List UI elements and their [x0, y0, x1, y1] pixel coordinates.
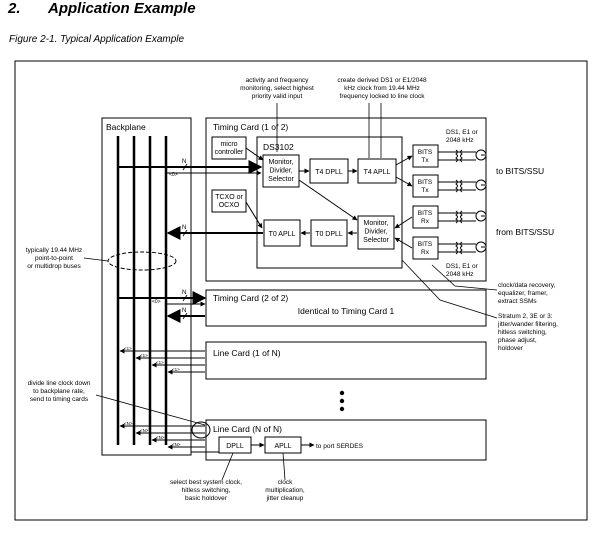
lcn-tag-2: <N>: [140, 428, 149, 433]
bits-rx-1-box: [412, 205, 439, 229]
t0-dpll-box: [310, 219, 348, 247]
section-number: 2.: [8, 0, 21, 17]
line-card-n-bus-arrows: [119, 423, 205, 450]
timing-card-1-box: [205, 117, 487, 282]
line-card-n-box: [205, 419, 487, 461]
timing-card-1-title: Timing Card (1 of 2): [213, 122, 288, 132]
bits-tx-1-box: [412, 144, 439, 168]
section-title: Application Example: [48, 0, 196, 17]
timing-card-1-bus-arrows: [118, 160, 263, 240]
backplane-buses: [116, 136, 168, 445]
backplane-label: Backplane: [106, 122, 146, 132]
interface-1: [438, 149, 487, 163]
signal-rx0-2: <0>: [152, 299, 161, 305]
monitor-bottom-label: Monitor,Divider,Selector: [363, 220, 389, 244]
t0-dpll-label: T0 DPLL: [315, 231, 343, 238]
ds3102-label: DS3102: [263, 142, 294, 152]
t4-apll-label: T4 APLL: [364, 169, 391, 176]
lcn-tag-1: <N>: [124, 421, 133, 426]
signal-n-2: N: [182, 225, 186, 231]
interface-2: [438, 179, 487, 193]
timing-card-2-body: Identical to Timing Card 1: [298, 306, 395, 316]
line-card-1-bus-arrows: [119, 348, 205, 375]
figure-border: [14, 60, 588, 521]
line-card-n-to-serdes: to port SERDES: [316, 443, 364, 450]
signal-slash-2: [182, 229, 188, 237]
leader-lines: [83, 103, 498, 481]
interface-3: [438, 210, 487, 224]
interface-4: [438, 241, 487, 255]
from-bits-ssu-label: from BITS/SSU: [496, 227, 554, 237]
ds3102-box: [256, 136, 403, 269]
timing-card-1-connections: [245, 147, 413, 249]
lc1-tag-3: <1>: [156, 360, 164, 365]
lc1-tag-4: <1>: [172, 367, 180, 372]
t4-apll-box: [357, 158, 397, 184]
signal-slash-3: [182, 294, 188, 302]
lc1-tag-1: <1>: [124, 346, 132, 351]
line-card-n-apll-label: APLL: [274, 443, 291, 450]
lcn-tag-3: <N>: [156, 435, 165, 440]
signal-n-4: N: [182, 308, 186, 314]
figure-caption: Figure 2-1. Typical Application Example: [9, 34, 185, 45]
tcxo-box: [211, 189, 247, 213]
annotation-select-best: select best system clock,hitless switchi…: [170, 479, 242, 502]
to-bits-ssu-label: to BITS/SSU: [496, 166, 544, 176]
line-card-n-title: Line Card (N of N): [213, 424, 282, 434]
t0-apll-box: [263, 219, 301, 247]
annotation-stratum: Stratum 2, 3E or 3:jitter/wander filteri…: [497, 313, 558, 352]
bits-rx-2-box: [412, 236, 439, 260]
timing-card-2-box: [205, 289, 487, 327]
signal-slash-4: [182, 312, 188, 320]
signal-slash-1: [182, 163, 188, 171]
timing-card-2-title: Timing Card (2 of 2): [213, 293, 288, 303]
line-interfaces: [438, 149, 487, 255]
bits-tx-2-box: [412, 174, 439, 198]
signal-n-1: N: [182, 159, 186, 165]
section-heading: 2. Application Example: [8, 0, 196, 17]
signal-rx0-1: <0>: [169, 172, 178, 178]
lcn-tag-4: <N>: [172, 442, 181, 447]
line-card-1-title: Line Card (1 of N): [213, 348, 281, 358]
t4-dpll-label: T4 DPLL: [315, 169, 343, 176]
t0-apll-label: T0 APLL: [269, 231, 296, 238]
monitor-top-label: Monitor,Divider,Selector: [268, 159, 294, 183]
line-card-n-dpll-label: DPLL: [226, 443, 244, 450]
annotation-clock-recovery: clock/data recovery,equalizer, framer,ex…: [498, 282, 556, 305]
timing-card-2-bus-arrows: [118, 291, 207, 323]
backplane-box: [101, 117, 192, 456]
monitor-bottom-box: [357, 215, 395, 250]
more-cards-dots: [339, 390, 345, 412]
lc1-tag-2: <1>: [140, 353, 148, 358]
line-card-n-clock-paths: [190, 421, 219, 453]
line-card-1-box: [205, 341, 487, 380]
signal-n-3: N: [182, 290, 186, 296]
